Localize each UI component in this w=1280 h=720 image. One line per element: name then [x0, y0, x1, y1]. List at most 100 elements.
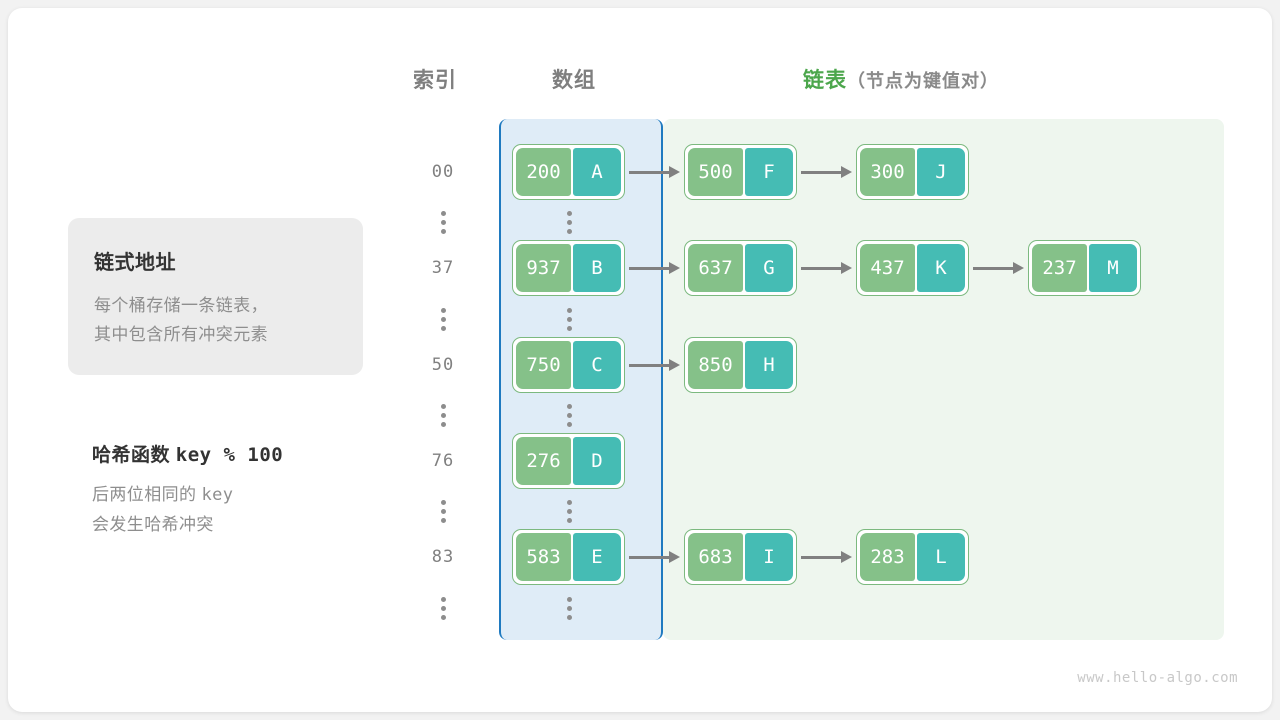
ellipsis-dot	[440, 421, 446, 427]
ellipsis-dot	[566, 325, 572, 331]
ellipsis-dot	[440, 325, 446, 331]
bucket-index-label: 37	[431, 258, 455, 278]
header-array: 数组	[552, 69, 596, 92]
ellipsis-dot	[566, 316, 572, 322]
bucket-index-label: 50	[431, 355, 455, 375]
arrow-head	[669, 166, 680, 178]
next-pointer-arrow-icon	[797, 262, 856, 274]
hash-note-line-1: 后两位相同的 key	[92, 480, 392, 510]
ellipsis-dot	[566, 307, 572, 313]
index-ellipsis-icon	[433, 594, 453, 622]
header-linked-list-sub: （节点为键值对）	[847, 71, 999, 91]
node-value: C	[573, 341, 621, 389]
ellipsis-dot	[440, 596, 446, 602]
node-key: 583	[516, 533, 571, 581]
ellipsis-dot	[566, 228, 572, 234]
ellipsis-dot	[440, 228, 446, 234]
array-ellipsis-icon	[559, 594, 579, 622]
bucket-index-label: 83	[431, 547, 455, 567]
node-value: I	[745, 533, 793, 581]
hash-function-label: 哈希函数	[92, 445, 171, 466]
ellipsis-dot	[440, 605, 446, 611]
arrow-head	[841, 166, 852, 178]
arrow-shaft	[629, 556, 671, 559]
ellipsis-dot	[566, 499, 572, 505]
hash-function-note: 哈希函数 key % 100 后两位相同的 key 会发生哈希冲突	[92, 440, 392, 539]
node-value: M	[1089, 244, 1137, 292]
next-pointer-arrow-icon	[625, 166, 684, 178]
ellipsis-dot	[566, 421, 572, 427]
node-value: A	[573, 148, 621, 196]
header-linked-list-main: 链表	[803, 69, 847, 92]
info-card-chaining: 链式地址 每个桶存储一条链表， 其中包含所有冲突元素	[68, 218, 363, 375]
node-value: F	[745, 148, 793, 196]
header-linked-list: 链表（节点为键值对）	[803, 64, 999, 94]
arrow-head	[1013, 262, 1024, 274]
ellipsis-dot	[566, 614, 572, 620]
ellipsis-dot	[440, 219, 446, 225]
ellipsis-dot	[566, 605, 572, 611]
node-key: 637	[688, 244, 743, 292]
array-ellipsis-icon	[559, 497, 579, 525]
arrow-shaft	[629, 171, 671, 174]
header-index: 索引	[413, 69, 457, 92]
ellipsis-dot	[566, 596, 572, 602]
node-value: L	[917, 533, 965, 581]
hash-function-title: 哈希函数 key % 100	[92, 440, 392, 467]
ellipsis-dot	[566, 219, 572, 225]
arrow-head	[669, 551, 680, 563]
arrow-shaft	[629, 267, 671, 270]
next-pointer-arrow-icon	[625, 262, 684, 274]
node-key: 683	[688, 533, 743, 581]
index-ellipsis-icon	[433, 305, 453, 333]
ellipsis-dot	[440, 614, 446, 620]
node-value: J	[917, 148, 965, 196]
ellipsis-dot	[440, 508, 446, 514]
node-value: K	[917, 244, 965, 292]
ellipsis-dot	[440, 403, 446, 409]
ellipsis-dot	[440, 316, 446, 322]
arrow-shaft	[973, 267, 1015, 270]
ellipsis-dot	[440, 499, 446, 505]
index-ellipsis-icon	[433, 497, 453, 525]
arrow-shaft	[629, 364, 671, 367]
arrow-shaft	[801, 556, 843, 559]
hash-note-line-2: 会发生哈希冲突	[92, 515, 214, 534]
ellipsis-dot	[566, 517, 572, 523]
node-key: 200	[516, 148, 571, 196]
info-card-line-2: 其中包含所有冲突元素	[94, 325, 268, 344]
info-card-line-1: 每个桶存储一条链表，	[94, 296, 268, 315]
ellipsis-dot	[440, 210, 446, 216]
node-key: 850	[688, 341, 743, 389]
ellipsis-dot	[566, 412, 572, 418]
node-key: 276	[516, 437, 571, 485]
arrow-head	[669, 359, 680, 371]
node-value: G	[745, 244, 793, 292]
bucket-index-label: 76	[431, 451, 455, 471]
node-value: H	[745, 341, 793, 389]
arrow-head	[669, 262, 680, 274]
ellipsis-dot	[440, 412, 446, 418]
node-key: 437	[860, 244, 915, 292]
next-pointer-arrow-icon	[625, 359, 684, 371]
index-ellipsis-icon	[433, 208, 453, 236]
next-pointer-arrow-icon	[969, 262, 1028, 274]
info-card-title: 链式地址	[94, 252, 176, 274]
ellipsis-dot	[566, 210, 572, 216]
